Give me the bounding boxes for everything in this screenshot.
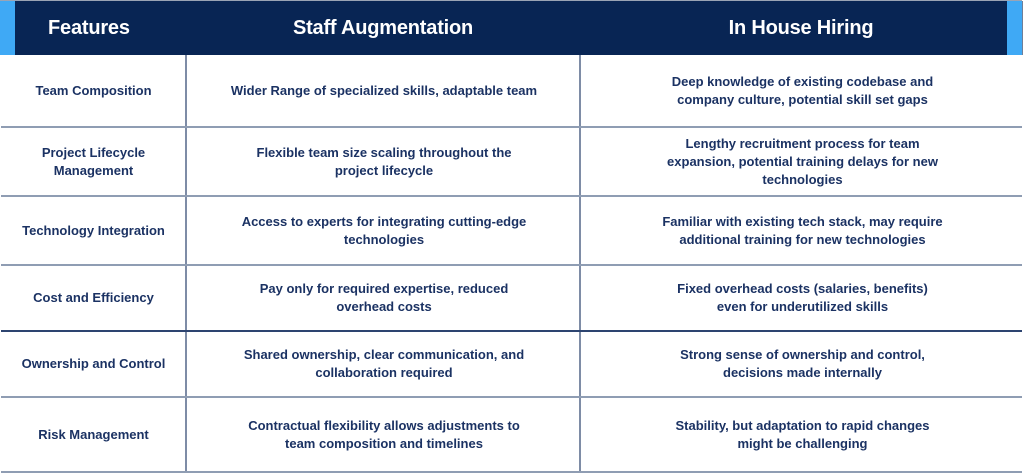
header-background — [15, 1, 1007, 55]
staff-augmentation-cell: Contractual flexibility allows adjustmen… — [188, 398, 580, 471]
staff-augmentation-text: Shared ownership, clear communication, a… — [243, 347, 525, 380]
header-in-house-hiring: In House Hiring — [728, 16, 874, 39]
in-house-hiring-cell: Lengthy recruitment process for team exp… — [582, 128, 1023, 195]
table-header: Features Staff Augmentation In House Hir… — [0, 0, 1023, 55]
staff-augmentation-text: Flexible team size scaling throughout th… — [256, 144, 512, 178]
feature-cell: Risk Management — [1, 398, 186, 471]
in-house-hiring-text: Stability, but adaptation to rapid chang… — [675, 417, 930, 451]
feature-cell: Technology Integration — [1, 197, 186, 264]
feature-cell: Project Lifecycle Management — [1, 128, 186, 195]
header-accent-left — [0, 1, 15, 55]
row-divider — [1, 264, 1022, 266]
row-divider — [1, 330, 1022, 332]
staff-augmentation-cell: Pay only for required expertise, reduced… — [188, 266, 580, 330]
in-house-hiring-cell: Fixed overhead costs (salaries, benefits… — [582, 266, 1023, 330]
staff-augmentation-cell: Wider Range of specialized skills, adapt… — [188, 55, 580, 126]
feature-cell: Ownership and Control — [1, 332, 186, 396]
in-house-hiring-text: Strong sense of ownership and control, d… — [680, 347, 925, 380]
feature-label: Ownership and Control — [21, 356, 166, 371]
row-divider — [1, 195, 1022, 197]
staff-augmentation-text: Contractual flexibility allows adjustmen… — [248, 417, 520, 451]
in-house-hiring-cell: Strong sense of ownership and control, d… — [582, 332, 1023, 396]
row-divider — [1, 471, 1022, 473]
header-features: Features — [48, 16, 130, 39]
feature-label: Project Lifecycle Management — [41, 144, 146, 178]
in-house-hiring-text: Familiar with existing tech stack, may r… — [662, 213, 943, 247]
in-house-hiring-text: Deep knowledge of existing codebase and … — [671, 73, 934, 107]
in-house-hiring-cell: Stability, but adaptation to rapid chang… — [582, 398, 1023, 471]
in-house-hiring-text: Fixed overhead costs (salaries, benefits… — [677, 281, 928, 314]
header-staff-augmentation: Staff Augmentation — [292, 16, 474, 39]
table-row-ownership-control: Ownership and Control Shared ownership, … — [1, 332, 1022, 396]
feature-cell: Team Composition — [1, 55, 186, 126]
header-edge — [1022, 1, 1023, 55]
row-divider — [1, 396, 1022, 398]
staff-augmentation-text: Pay only for required expertise, reduced… — [259, 281, 509, 314]
feature-label: Technology Integration — [22, 222, 165, 238]
feature-label: Team Composition — [35, 82, 152, 98]
feature-cell: Cost and Efficiency — [1, 266, 186, 330]
in-house-hiring-cell: Familiar with existing tech stack, may r… — [582, 197, 1023, 264]
feature-label: Risk Management — [38, 426, 149, 442]
table-row-cost-efficiency: Cost and Efficiency Pay only for require… — [1, 266, 1022, 330]
row-divider — [1, 126, 1022, 128]
staff-augmentation-cell: Flexible team size scaling throughout th… — [188, 128, 580, 195]
table-row-project-lifecycle: Project Lifecycle Management Flexible te… — [1, 128, 1022, 195]
feature-label: Cost and Efficiency — [33, 290, 154, 305]
table-row-risk-management: Risk Management Contractual flexibility … — [1, 398, 1022, 471]
staff-augmentation-text: Wider Range of specialized skills, adapt… — [230, 82, 538, 98]
table-row-technology-integration: Technology Integration Access to experts… — [1, 197, 1022, 264]
table-row-team-composition: Team Composition Wider Range of speciali… — [1, 55, 1022, 126]
in-house-hiring-text: Lengthy recruitment process for team exp… — [667, 135, 938, 187]
staff-augmentation-text: Access to experts for integrating cuttin… — [241, 213, 527, 247]
staff-augmentation-cell: Access to experts for integrating cuttin… — [188, 197, 580, 264]
staff-augmentation-cell: Shared ownership, clear communication, a… — [188, 332, 580, 396]
header-accent-right — [1007, 1, 1022, 55]
in-house-hiring-cell: Deep knowledge of existing codebase and … — [582, 55, 1023, 126]
